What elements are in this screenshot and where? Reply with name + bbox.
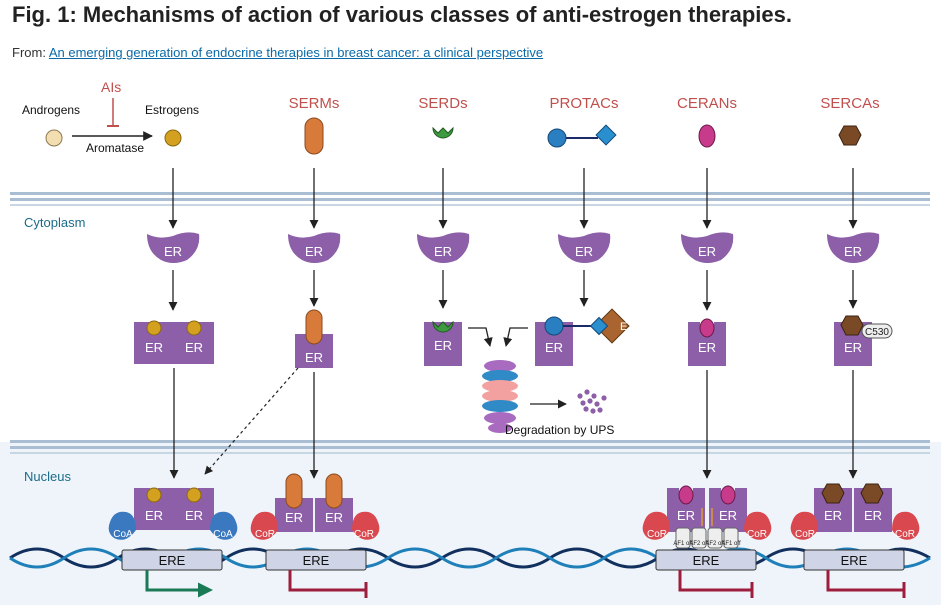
svg-text:ER: ER [545, 340, 563, 355]
cerans-label: CERANs [677, 95, 737, 112]
activation-arrow [145, 570, 213, 598]
mechanism-diagram: Cytoplasm Nucleus Androgens Estrogens AI… [0, 79, 941, 605]
svg-text:ER: ER [285, 510, 303, 525]
c530-label: C530 [865, 327, 889, 338]
svg-text:ER: ER [864, 508, 882, 523]
svg-text:CoR: CoR [895, 529, 915, 540]
serms-pathway: SERMs ER ER [204, 95, 341, 479]
nuclear-er-estrogen-coa: ER ER CoA CoA ERE [108, 487, 238, 598]
svg-text:ER: ER [325, 510, 343, 525]
nuclear-er-serca-cor: ER ER CoR CoR ERE [790, 483, 920, 598]
estrogens-label: Estrogens [145, 103, 199, 117]
peptide-fragments [577, 389, 607, 414]
svg-text:ER: ER [185, 508, 203, 523]
repression-arrow [288, 570, 366, 592]
svg-text:ERE: ERE [693, 553, 720, 568]
from-label: From: [12, 45, 46, 60]
svg-text:ER: ER [824, 508, 842, 523]
serd-molecule [432, 126, 454, 139]
svg-text:CoR: CoR [747, 529, 767, 540]
svg-text:AF2 off: AF2 off [705, 541, 725, 547]
serca-molecule [838, 125, 862, 146]
svg-text:CoR: CoR [354, 529, 374, 540]
svg-text:ER: ER [305, 244, 323, 259]
svg-text:ERE: ERE [159, 553, 186, 568]
svg-text:CoR: CoR [647, 529, 667, 540]
svg-text:ER: ER [305, 350, 323, 365]
svg-text:CoR: CoR [255, 529, 275, 540]
er-protac-e3-complex: ER E3 [535, 308, 633, 366]
degradation-label: Degradation by UPS [505, 423, 614, 437]
coa-label-left: CoA [113, 529, 133, 540]
androgens-label: Androgens [22, 103, 80, 117]
sercas-label: SERCAs [820, 95, 879, 112]
cell-membrane [10, 192, 930, 206]
er-serd-complex: ER [424, 320, 462, 366]
protacs-label: PROTACs [550, 95, 619, 112]
svg-text:ER: ER [698, 340, 716, 355]
serds-pathway: SERDs ER ER [417, 95, 493, 366]
svg-text:AF1 off: AF1 off [673, 541, 693, 547]
ais-label: AIs [101, 79, 121, 95]
ceran-molecule [698, 124, 716, 148]
figure-title: Fig. 1: Mechanisms of action of various … [12, 2, 792, 27]
er-serca-complex: C530 ER [834, 315, 893, 366]
svg-text:ER: ER [698, 244, 716, 259]
er-label: ER [164, 244, 182, 259]
svg-text:ER: ER [434, 338, 452, 353]
svg-text:ER: ER [844, 340, 862, 355]
cerans-pathway: CERANs ER ER [677, 95, 737, 479]
e3-label: E3 [620, 321, 633, 333]
svg-text:ER: ER [677, 508, 695, 523]
serms-label: SERMs [289, 95, 340, 112]
androgen-molecule [45, 129, 63, 147]
ere-box [121, 549, 223, 571]
cytoplasm-label: Cytoplasm [24, 215, 85, 230]
er-ceran-complex: ER [688, 318, 726, 366]
svg-text:ERE: ERE [841, 553, 868, 568]
er-serm-complex: ER [295, 309, 333, 368]
serds-label: SERDs [418, 95, 467, 112]
svg-text:AF1 off: AF1 off [721, 541, 741, 547]
svg-text:ER: ER [434, 244, 452, 259]
coa-label-right: CoA [213, 529, 233, 540]
estrogen-molecule [164, 129, 182, 147]
svg-text:ERE: ERE [303, 553, 330, 568]
svg-text:ER: ER [145, 508, 163, 523]
svg-text:ER: ER [575, 244, 593, 259]
svg-text:ER: ER [145, 340, 163, 355]
protac-molecule [547, 124, 617, 148]
nuclear-er-serm-cor: ER ER CoR CoR ERE [250, 473, 380, 598]
svg-text:ER: ER [719, 508, 737, 523]
aromatase-pathway: Androgens Estrogens AIs Aromatase ER ER … [22, 79, 214, 479]
svg-text:ER: ER [844, 244, 862, 259]
source-line: From: An emerging generation of endocrin… [12, 45, 543, 60]
aromatase-label: Aromatase [86, 141, 144, 155]
nucleus-label: Nucleus [24, 469, 71, 484]
sercas-pathway: SERCAs ER C530 ER [820, 95, 893, 479]
nuclear-er-ceran-cor: ER ER AF1 off AF2 off AF2 off AF1 off Co… [642, 485, 772, 598]
er-dimer-estrogen: ER ER [134, 320, 214, 364]
svg-text:ER: ER [185, 340, 203, 355]
protacs-pathway: PROTACs ER ER E3 [503, 95, 633, 366]
serm-molecule [304, 117, 324, 155]
source-link[interactable]: An emerging generation of endocrine ther… [48, 45, 544, 60]
nuclear-membrane [10, 440, 930, 454]
svg-text:CoR: CoR [795, 529, 815, 540]
svg-text:AF2 off: AF2 off [689, 541, 709, 547]
proteasome [482, 360, 518, 433]
